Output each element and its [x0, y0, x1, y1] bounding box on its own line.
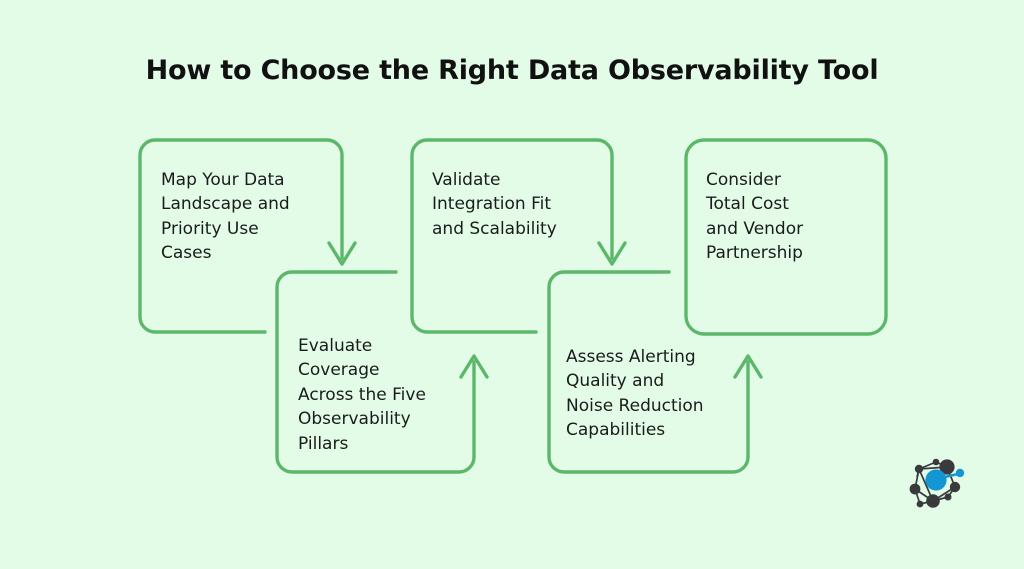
logo-nodes [909, 458, 961, 508]
network-graph-logo [909, 458, 965, 508]
step-2-label: Evaluate Coverage Across the Five Observ… [298, 336, 426, 454]
arrow-head-up-4 [733, 354, 763, 379]
step-4-label: Assess Alerting Quality and Noise Reduct… [566, 347, 704, 441]
step-3-label: Validate Integration Fit and Scalability [432, 170, 557, 239]
arrow-head-down-3 [597, 241, 627, 266]
page-title: How to Choose the Right Data Observabili… [145, 55, 879, 86]
step-2-shape [275, 270, 489, 474]
step-5-shape [684, 138, 888, 336]
step-1-label: Map Your Data Landscape and Priority Use… [161, 170, 290, 264]
arrow-head-down-1 [327, 241, 357, 266]
step-4-shape [547, 270, 763, 474]
step-3-shape [410, 138, 627, 334]
step-1-shape [138, 138, 357, 334]
step-5-label: Consider Total Cost and Vendor Partnersh… [706, 170, 804, 264]
logo-accent-nodes [925, 468, 965, 491]
arrow-head-up-2 [459, 354, 489, 379]
